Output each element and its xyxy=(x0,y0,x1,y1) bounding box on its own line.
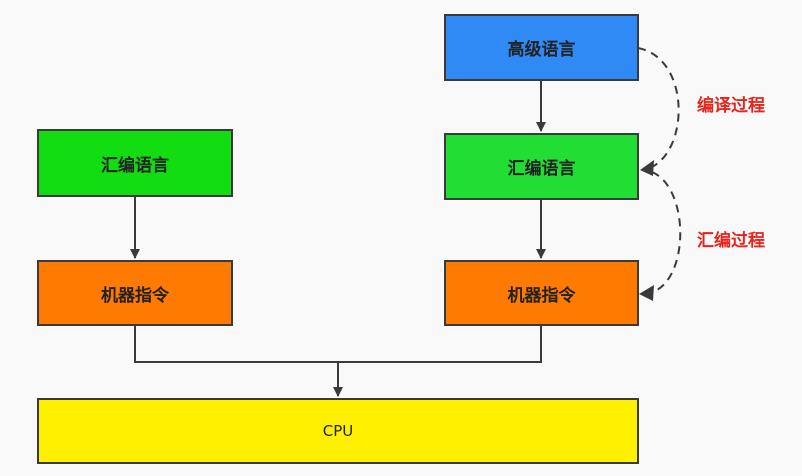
machine-instruction-box-right: 机器指令 xyxy=(444,260,639,326)
assemble-process-curve xyxy=(649,171,682,294)
assembly-language-box-left: 汇编语言 xyxy=(37,129,233,197)
assemble-process-label: 汇编过程 xyxy=(697,231,765,251)
machine-instruction-label-right: 机器指令 xyxy=(507,285,576,306)
high-level-language-label: 高级语言 xyxy=(507,40,576,60)
machine-instruction-label-left: 机器指令 xyxy=(101,285,169,306)
assembly-language-label-right: 汇编语言 xyxy=(507,159,576,179)
compile-process-label: 编译过程 xyxy=(697,96,765,116)
assembly-language-box-right: 汇编语言 xyxy=(444,133,639,200)
high-level-language-box: 高级语言 xyxy=(444,14,639,81)
assembly-language-label-left: 汇编语言 xyxy=(101,155,169,176)
cpu-label: CPU xyxy=(322,422,354,440)
compile-process-curve xyxy=(637,47,680,169)
machine-instruction-box-left: 机器指令 xyxy=(37,260,233,326)
cpu-box: CPU xyxy=(37,398,639,464)
compile-process-arrowhead xyxy=(640,160,654,176)
assemble-process-arrowhead xyxy=(639,285,654,301)
merge-line-to-cpu xyxy=(134,325,542,363)
